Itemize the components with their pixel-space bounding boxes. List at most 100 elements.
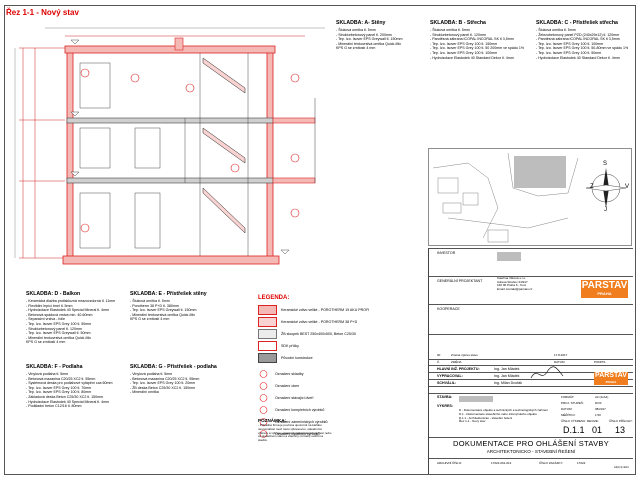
legend-swatch: [258, 341, 277, 351]
skladba-f-line: - Tep. Izo. Isover EPS Grey 100 tl. 70mm: [26, 385, 92, 390]
legend: LEGENDA: Keramické zdivo veliké - POROTH…: [258, 295, 369, 440]
skladba-c-line: - Železobetonový panel PZD (240x29x12) t…: [536, 32, 620, 37]
symbol-label: Označení skladby: [275, 371, 304, 376]
signature-icon: [530, 366, 564, 379]
hip-value: Ing. Jan Mládek: [494, 367, 520, 371]
legend-label: Keramické zdivo veliké - POROTHERM 38 P+…: [281, 319, 358, 324]
vykres-value: D - Dokumentace objektu a technických a …: [459, 408, 549, 424]
compass-icon: [585, 168, 627, 208]
rev-col-date: DATUM: [554, 360, 565, 364]
vykres-label: VÝKRES:: [437, 404, 453, 408]
logo-subtext: PRAHA: [597, 291, 612, 296]
rev-no: 00: [437, 353, 441, 357]
skladba-e-line: - Tep. Izo. Isover EPS Greywall tl. 150m…: [130, 308, 197, 313]
legend-swatch: [258, 329, 277, 339]
rev-col-no: Č.: [437, 360, 440, 364]
doc-subtitle: ARCHITEKTONICKO - STAVEBNÍ ŘEŠENÍ: [486, 449, 576, 454]
datum-label: DATUM:: [561, 407, 573, 411]
legend-label: SDK příčky: [281, 343, 299, 348]
skladba-d-line: - Keramická dlažba protiskluzná mrazuvzd…: [26, 299, 116, 303]
skladba-d-line: - Betonová spádová vrstva min. 40-60mm: [26, 312, 93, 317]
compass-label-north: S: [603, 161, 608, 167]
skladba-g-line: - Tep. Izo. Isover EPS Grey 100 tl. 20mm: [130, 381, 196, 386]
skladba-d-line: - Hydroizolace Elastodek 40 Special Mine…: [26, 308, 110, 313]
skladba-d-line: - Tep. Izo. Isover EPS Greywall tl. 50mm: [26, 331, 91, 336]
skladba-c-line: - Tep. Izo. Isover EPS Grey 100 tl. 100m…: [536, 41, 604, 46]
skladba-c-line: - Parotěsná zábrana ICOPAL INCORAL SK tl…: [536, 37, 620, 42]
legend-item: Keramické zdivo veliké - POROTHERM 38 P+…: [258, 316, 357, 328]
skladba-a-line: - Minerální tenkovrstvá omítka Quick-Mix: [336, 41, 402, 46]
title-block: INVESTOR GENERÁLNÍ PROJEKTANT Kateřina V…: [428, 248, 633, 474]
skladba-f: SKLADBA: F - Podlaha - Vinylová podlaha …: [26, 364, 113, 409]
schval-label: SCHVÁLIL:: [437, 381, 457, 385]
skladba-a: SKLADBA: A- Stěny - Štuková omítka tl. 5…: [336, 20, 402, 51]
skladba-e: SKLADBA: E - Přístřešek stěny - Štuková …: [130, 291, 207, 322]
designer-info: Kateřina Vilková s.r.o. Adresa Strahov 2…: [497, 276, 533, 291]
stupen-value: DOS: [595, 401, 602, 405]
circle-marker-icon: [259, 418, 268, 426]
skladba-c-line: - Hydroizolace Elastodek 40 Standard Dek…: [536, 55, 620, 60]
hip-label: HLAVNÍ INŽ. PROJEKTU:: [437, 367, 480, 371]
cislo-label: ČÍSLO VÝKRESU:: [561, 419, 587, 423]
skladba-a-line: - Štuková omítka tl. 5mm: [336, 28, 376, 32]
legend-title: LEGENDA:: [258, 295, 290, 301]
skladba-c: SKLADBA: C - Přístřešek střecha - Štukov…: [536, 20, 628, 60]
designer-label: GENERÁLNÍ PROJEKTANT: [437, 279, 483, 283]
skladba-c-line: - Tep. Izo. Isover EPS Grey 100 tl. 50-8…: [536, 46, 629, 51]
redacted-area: [514, 156, 566, 188]
symbol-row: Označení ostatních výrobků: [258, 428, 326, 440]
skladba-g-line: - Vinylová podlaha tl. 5mm: [130, 372, 173, 376]
skladba-g-line: - ŽB deska Beton C25/30 XC2 tl. 150mm: [130, 385, 196, 390]
logo-subtext: PRAHA: [605, 380, 617, 384]
skladba-f-line: - Systémová deska pro podlahové vytápění…: [26, 381, 113, 386]
skladba-b-line: - Tep. Izo. Isover EPS Grey 100 tl. 100m…: [430, 50, 498, 55]
legend-label: Původní konstrukce: [281, 355, 313, 360]
symbol-row: Označení oken: [258, 380, 326, 392]
skladba-b-line: - Tep. Izo. Isover EPS Grey 100 tl. 150m…: [430, 41, 498, 46]
stavba-label: STAVBA:: [437, 395, 453, 399]
rev-date: 17.8.2017: [554, 353, 568, 357]
skladba-d-line: - Separační vrstva - folie: [26, 317, 65, 322]
symbol-label: Označení ostatních výrobků: [275, 431, 320, 436]
skladba-f-line: - Tep. Izo. Isover EPS Grey 100 tl. 80mm: [26, 390, 92, 395]
skladba-c-line: - Štuková omítka tl. 5mm: [536, 28, 576, 32]
skladba-a-line: KPS G se zrnitostí 4 mm: [336, 46, 376, 51]
skladba-e-line: - Porotherm 38 P+D tl. 380mm: [130, 303, 179, 308]
cislo-value: D.1.1: [563, 425, 585, 435]
skladba-b-line: - Tep. Izo. Isover EPS Grey 100 tl. 50 2…: [430, 46, 525, 51]
investor-label: INVESTOR: [437, 251, 456, 255]
note-text: - Případné firma je povinna upozornit na…: [258, 423, 332, 443]
cp-label: ČÍSLO PŘÍLOHY:: [609, 419, 633, 423]
redacted-stavba: [459, 396, 493, 402]
sheet-size: A2(0,4) 4/A4: [614, 466, 629, 469]
symbol-label: Označení zámečnických výrobků: [275, 419, 328, 424]
skladba-d: SKLADBA: D - Balkon - Keramická dlažba p…: [26, 291, 115, 345]
drawing-title: Řez 1-1 - Nový stav: [6, 8, 79, 17]
skladba-d-line: - Strukturbetonový panel tl. 120mm: [26, 326, 82, 331]
skladba-b-line: - Parotěsná zábrana ICOPAL INCORAL SK tl…: [430, 37, 514, 42]
skladba-e-line: - Štuková omítka tl. 5mm: [130, 299, 170, 303]
skladba-b: SKLADBA: B - Střecha - Štuková omítka tl…: [430, 20, 524, 60]
schval-value: Ing. Milan Dvořák: [494, 381, 522, 385]
skladba-f-title: SKLADBA: F - Podlaha: [26, 364, 83, 370]
vypr-value: Ing. Jan Mládek: [494, 374, 520, 378]
symbol-row: Označení stávající dveří: [258, 392, 326, 404]
skladba-g-line: - Betonová mazanina C20/25 XC2 tl. 55mm: [130, 376, 200, 381]
skladba-a-line: - Strukturbetonový panel tl. 200mm: [336, 32, 392, 37]
skladba-b-line: - Štuková omítka tl. 5mm: [430, 28, 470, 32]
skladba-g-title: SKLADBA: G - Přístřešek - podlaha: [130, 364, 217, 370]
circle-marker-icon: [259, 406, 268, 414]
symbol-label: Označení oken: [275, 383, 300, 388]
meritko-label: MĚŘÍTKO:: [561, 413, 576, 417]
skladba-f-line: - Podkladní beton C12/16 tl. 80mm: [26, 404, 82, 409]
note: POZNÁMKA: - Případné firma je povinna up…: [258, 418, 332, 443]
site-plan: [428, 148, 632, 246]
legend-item: SDK příčky: [258, 340, 326, 352]
note-title: POZNÁMKA:: [258, 418, 287, 423]
rev-label: REVIZE:: [587, 419, 599, 423]
skladba-a-title: SKLADBA: A- Stěny: [336, 20, 386, 26]
skladba-b-title: SKLADBA: B - Střecha: [430, 20, 486, 26]
symbol-label: Označení kompletních výrobků: [275, 407, 325, 412]
company-logo: PARSTAV PRAHA: [581, 280, 628, 298]
skladba-d-title: SKLADBA: D - Balkon: [26, 291, 81, 297]
